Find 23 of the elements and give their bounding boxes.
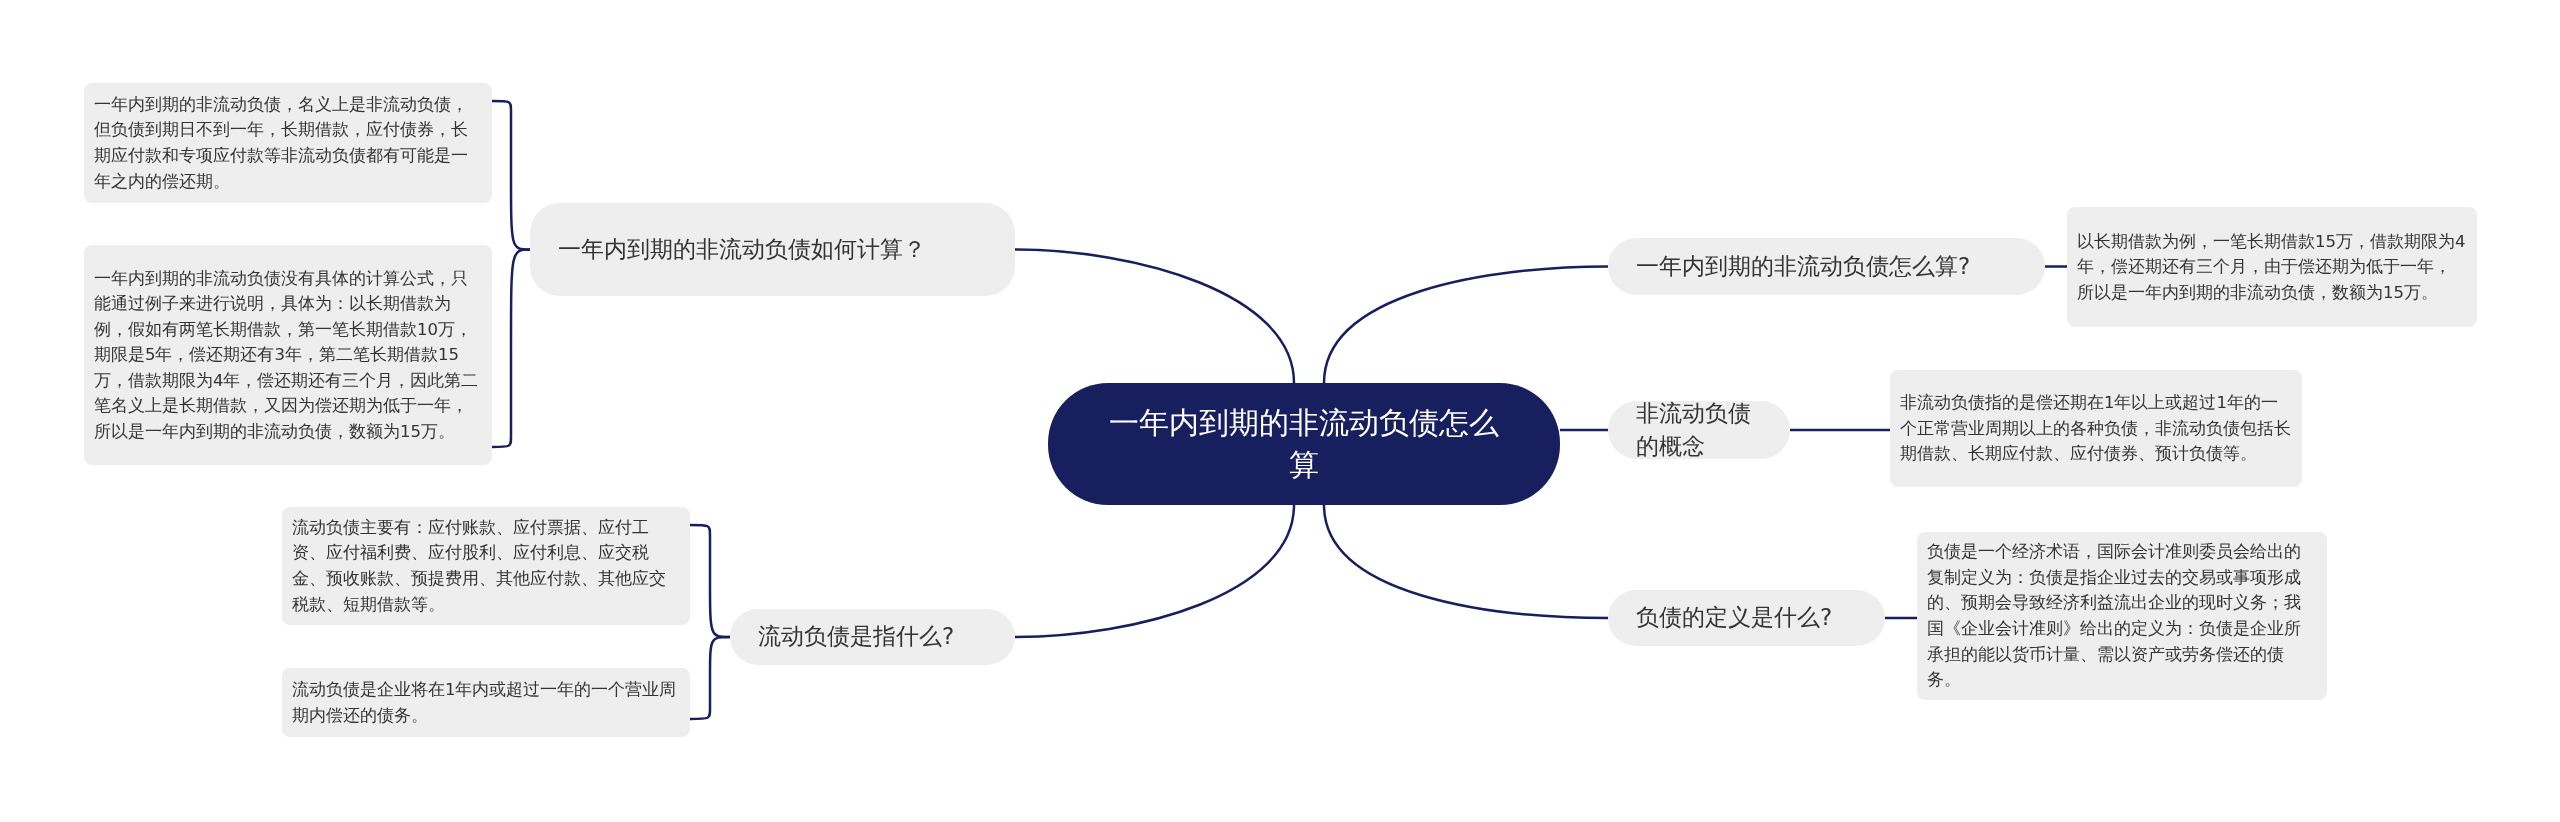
connector-line xyxy=(2045,265,2067,268)
central-topic: 一年内到期的非流动负债怎么算 xyxy=(1048,383,1560,505)
topic-bubble: 一年内到期的非流动负债怎么算? xyxy=(1608,238,2045,295)
note-card: 流动负债是企业将在1年内或超过一年的一个营业周期内偿还的债务。 xyxy=(282,668,690,737)
connector-line xyxy=(1790,428,1890,432)
topic-bubble: 流动负债是指什么? xyxy=(730,609,1015,665)
connector-line xyxy=(1560,428,1608,432)
note-card: 非流动负债指的是偿还期在1年以上或超过1年的一个正常营业周期以上的各种负债，非流动负债包括长期借款、长期应付款、应付债券、预计负债等。 xyxy=(1890,370,2302,487)
topic-bubble: 非流动负债的概念 xyxy=(1608,401,1790,459)
note-card: 流动负债主要有：应付账款、应付票据、应付工资、应付福利费、应付股利、应付利息、应交税金、预收账款、预提费用、其他应付款、其他应交税款、短期借款等。 xyxy=(282,507,690,625)
connector-line xyxy=(1014,248,1296,384)
connector-line xyxy=(1322,504,1609,620)
connector-line xyxy=(1322,265,1609,384)
connector-line xyxy=(492,248,530,449)
connector-line xyxy=(690,635,730,721)
connector-line xyxy=(1885,616,1917,620)
topic-bubble: 一年内到期的非流动负债如何计算？ xyxy=(530,203,1015,296)
note-card: 以长期借款为例，一笔长期借款15万，借款期限为4年，偿还期还有三个月，由于偿还期为低于一年，所以是一年内到期的非流动负债，数额为15万。 xyxy=(2067,207,2477,327)
connector-line xyxy=(1014,504,1296,639)
note-card: 负债是一个经济术语，国际会计准则委员会给出的复制定义为：负债是指企业过去的交易或事项形成的、预期会导致经济利益流出企业的现时义务；我国《企业会计准则》给出的定义为：负债是企业所承担的能以货币计量、需以资产或劳务偿还的债务。 xyxy=(1917,532,2327,700)
note-card: 一年内到期的非流动负债没有具体的计算公式，只能通过例子来进行说明，具体为：以长期借款为例，假如有两笔长期借款，第一笔长期借款10万，期限是5年，偿还期还有3年，第二笔长期借款15万，借款期限为4年，偿还期还有三个月，因此第二笔名义上是长期借款，又因为偿还期为低于一年，所以是一年内到期的非流动负债，数额为15万。 xyxy=(84,245,492,465)
note-card: 一年内到期的非流动负债，名义上是非流动负债，但负债到期日不到一年，长期借款，应付债券，长期应付款和专项应付款等非流动负债都有可能是一年之内的偿还期。 xyxy=(84,83,492,203)
topic-bubble: 负债的定义是什么? xyxy=(1608,590,1885,646)
